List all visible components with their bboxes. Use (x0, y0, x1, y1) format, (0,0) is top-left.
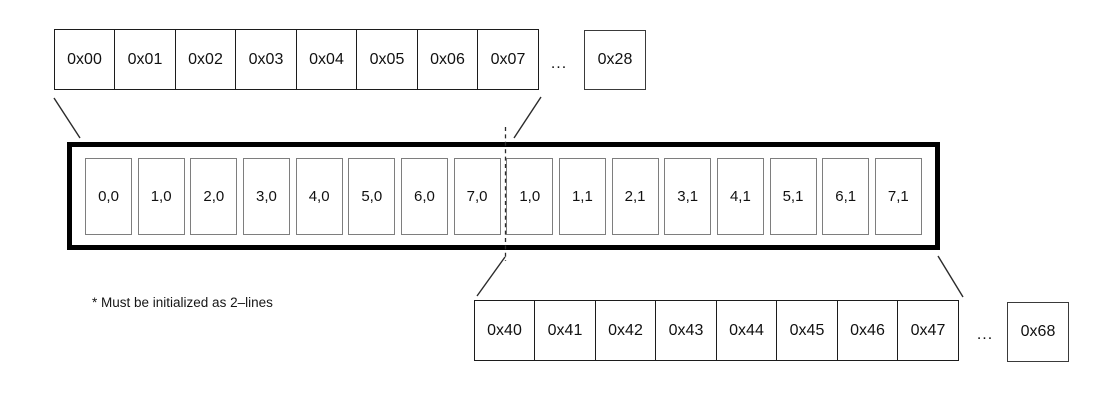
top-address-cell: 0x07 (477, 29, 539, 90)
init-note: * Must be initialized as 2–lines (92, 295, 273, 310)
connector-line-bottom-right (937, 255, 964, 298)
bottom-address-row: 0x40 0x41 0x42 0x43 0x44 0x45 0x46 0x47 (473, 300, 959, 361)
display-cell: 0,0 (85, 157, 132, 235)
display-cell: 3,1 (664, 157, 712, 235)
top-address-cell: 0x06 (416, 29, 479, 90)
connector-line-top-left (53, 97, 81, 139)
display-cell: 1,1 (558, 157, 606, 235)
bottom-address-cell-last: 0x68 (1007, 302, 1069, 362)
bottom-address-cell: 0x43 (655, 300, 717, 361)
display-cell: 7,0 (453, 157, 501, 235)
display-cell: 7,1 (874, 157, 922, 235)
bottom-address-cell: 0x42 (594, 300, 657, 361)
top-address-cell: 0x00 (53, 29, 116, 90)
top-row-ellipsis: ... (550, 54, 568, 72)
connector-line-top-right (513, 96, 542, 139)
display-cell: 3,0 (242, 157, 290, 235)
top-address-cell: 0x03 (235, 29, 297, 90)
bottom-address-cell: 0x41 (534, 300, 596, 361)
display-cell: 5,0 (348, 157, 396, 235)
top-address-cell-last: 0x28 (584, 30, 646, 90)
bottom-row-ellipsis: ... (976, 325, 994, 343)
bottom-address-cell: 0x45 (776, 300, 838, 361)
bottom-address-cell: 0x47 (897, 300, 959, 361)
display-cell: 2,0 (190, 157, 238, 235)
bottom-address-cell: 0x40 (473, 300, 536, 361)
top-address-cell: 0x02 (174, 29, 237, 90)
bottom-address-cell: 0x46 (836, 300, 899, 361)
top-address-cell: 0x05 (356, 29, 418, 90)
display-buffer-box: 0,0 1,0 2,0 3,0 4,0 5,0 6,0 7,0 1,0 1,1 … (67, 142, 940, 250)
display-cell: 1,0 (137, 157, 185, 235)
display-cell: 6,0 (400, 157, 448, 235)
connector-line-bottom-left (476, 256, 506, 297)
top-address-cell: 0x01 (114, 29, 176, 90)
display-cell: 1,0 (506, 157, 554, 235)
display-cell: 4,0 (295, 157, 343, 235)
display-cell: 4,1 (716, 157, 764, 235)
display-cell: 5,1 (769, 157, 817, 235)
display-cell: 2,1 (611, 157, 659, 235)
top-address-row: 0x00 0x01 0x02 0x03 0x04 0x05 0x06 0x07 (53, 29, 539, 90)
bottom-address-cell: 0x44 (715, 300, 778, 361)
display-cell: 6,1 (822, 157, 870, 235)
top-address-cell: 0x04 (295, 29, 358, 90)
